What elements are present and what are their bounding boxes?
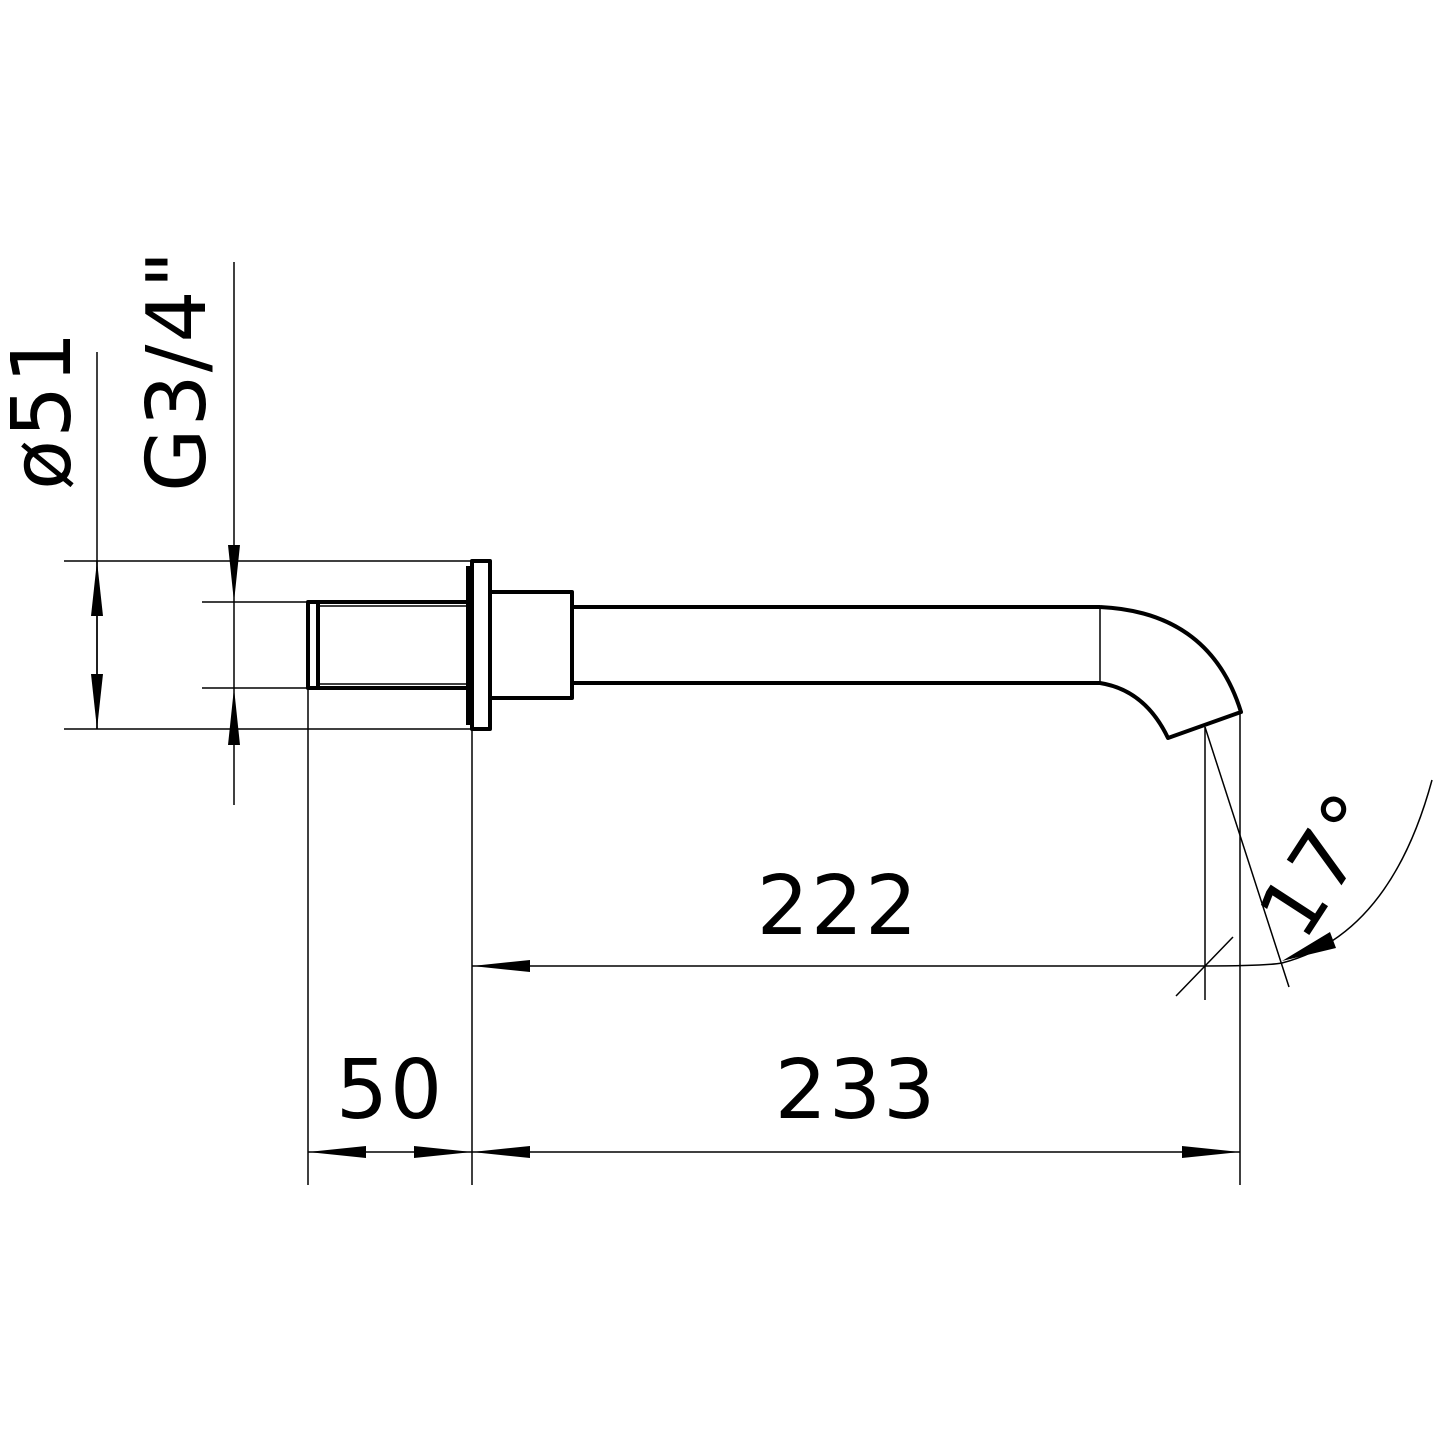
thread-label: G3/4" (130, 249, 225, 492)
thread-length-label: 50 (336, 1043, 444, 1138)
dimension-233: 233 (308, 1043, 1240, 1158)
spout-bend (1099, 605, 1243, 740)
projection-total-label: 233 (775, 1043, 938, 1138)
wall-flange (470, 559, 492, 731)
dimension-diameter: ø51 (0, 329, 103, 729)
diameter-label: ø51 (0, 329, 90, 490)
projection-outlet-label: 222 (757, 859, 920, 954)
collar (488, 590, 574, 700)
dimension-222: 222 (472, 859, 1205, 972)
dimension-angle: 17° (1204, 776, 1433, 967)
spout-body (306, 559, 1243, 740)
threaded-connector (306, 600, 470, 690)
dimension-50: 50 (308, 1043, 472, 1158)
extension-lines (64, 262, 1290, 1185)
dimension-thread: G3/4" (130, 249, 240, 745)
angle-label: 17° (1241, 776, 1403, 955)
